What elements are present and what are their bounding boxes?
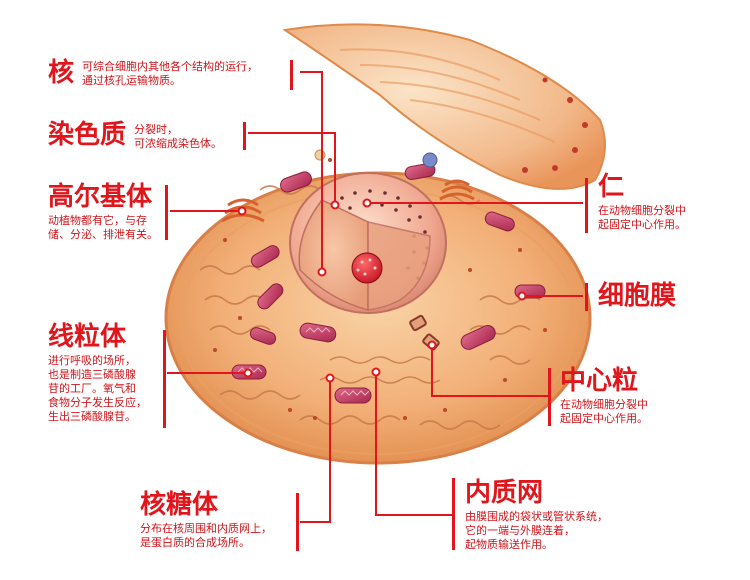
golgi-bracket: [165, 185, 168, 240]
label-golgi: 高尔基体 动植物都有它，与存 储、分泌、排泄有关。: [48, 182, 158, 242]
mitochondria-desc: 进行呼吸的场所， 也是制造三磷酸腺 苷的工厂。氧气和 食物分子发生反应， 生出三…: [48, 354, 147, 424]
label-ribosome: 核糖体 分布在核周围和内质网上， 是蛋白质的合成场所。: [140, 490, 272, 550]
er-bracket: [452, 478, 455, 550]
chromatin-desc: 分裂时， 可浓缩成染色体。: [134, 123, 222, 151]
label-nucleolus: 仁 在动物细胞分裂中 起固定中心作用。: [598, 172, 686, 232]
golgi-title: 高尔基体: [48, 182, 158, 212]
nucleus-bracket: [290, 60, 293, 90]
mitochondria-bracket: [163, 330, 166, 428]
label-centriole: 中心粒 在动物细胞分裂中 起固定中心作用。: [560, 366, 648, 426]
mitochondria-title: 线粒体: [48, 322, 147, 352]
centriole-title: 中心粒: [560, 366, 648, 396]
membrane-bracket: [585, 283, 588, 311]
label-er: 内质网 由膜围成的袋状或管状系统， 它的一端与外膜连着， 起物质输送作用。: [465, 478, 608, 552]
chromatin-bracket: [243, 122, 246, 150]
label-mitochondria: 线粒体 进行呼吸的场所， 也是制造三磷酸腺 苷的工厂。氧气和 食物分子发生反应，…: [48, 322, 147, 424]
ribosome-title: 核糖体: [140, 490, 272, 520]
ribosome-bracket: [296, 493, 299, 551]
label-nucleus: 核 可综合细胞内其他各个结构的运行， 通过核孔运输物质。: [48, 58, 258, 88]
er-desc: 由膜围成的袋状或管状系统， 它的一端与外膜连着， 起物质输送作用。: [465, 510, 608, 552]
er-title: 内质网: [465, 478, 608, 508]
nucleolus-title: 仁: [598, 172, 686, 202]
nucleolus: [352, 253, 382, 283]
chromatin-title: 染色质: [48, 120, 126, 150]
nucleus-title: 核: [48, 58, 74, 88]
golgi-desc: 动植物都有它，与存 储、分泌、排泄有关。: [48, 214, 158, 242]
cell-lid: [285, 24, 605, 189]
label-chromatin: 染色质 分裂时， 可浓缩成染色体。: [48, 120, 222, 151]
membrane-title: 细胞膜: [598, 281, 676, 311]
ribosome-desc: 分布在核周围和内质网上， 是蛋白质的合成场所。: [140, 522, 272, 550]
nucleolus-desc: 在动物细胞分裂中 起固定中心作用。: [598, 204, 686, 232]
nucleolus-bracket: [585, 178, 588, 233]
centriole-desc: 在动物细胞分裂中 起固定中心作用。: [560, 398, 648, 426]
centriole-bracket: [548, 368, 551, 426]
label-membrane: 细胞膜: [598, 281, 676, 311]
nucleus-desc: 可综合细胞内其他各个结构的运行， 通过核孔运输物质。: [82, 60, 258, 88]
